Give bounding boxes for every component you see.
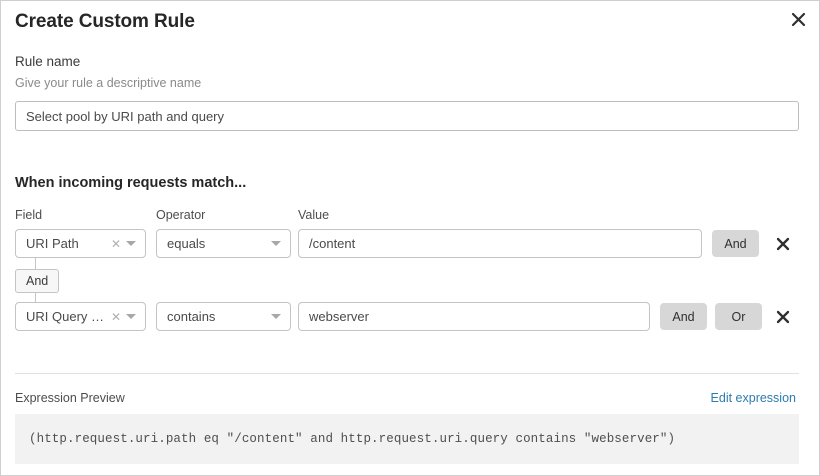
chevron-down-icon[interactable] [271,314,281,319]
edit-expression-link[interactable]: Edit expression [710,391,796,405]
expression-preview-code: (http.request.uri.path eq "/content" and… [29,432,676,446]
match-section-heading: When incoming requests match... [15,175,247,191]
operator-select-row1[interactable]: equals [156,229,291,258]
rule-name-helper-text: Give your rule a descriptive name [15,76,202,90]
column-header-operator: Operator [156,208,206,222]
column-header-value: Value [298,208,330,222]
operator-select-value-row2: contains [167,309,216,324]
or-button-row2[interactable]: Or [715,303,762,330]
field-select-value-row1: URI Path [26,236,79,251]
section-divider [15,373,799,374]
field-select-row1[interactable]: URI Path ✕ [15,229,146,258]
value-input-row1[interactable] [298,229,702,258]
page-title: Create Custom Rule [15,11,195,32]
field-select-row2[interactable]: URI Query St... ✕ [15,302,146,331]
clear-x-icon[interactable]: ✕ [110,309,121,324]
rule-name-label: Rule name [15,54,81,69]
chevron-down-icon[interactable] [126,241,136,246]
chevron-down-icon[interactable] [271,241,281,246]
connector-line-bottom [35,293,36,302]
chevron-down-icon[interactable] [126,314,136,319]
value-input-row2[interactable] [298,302,650,331]
field-select-value-row2: URI Query St... [26,309,109,324]
close-icon[interactable] [786,7,810,31]
group-connector-and-chip[interactable]: And [15,269,60,293]
delete-row-icon[interactable] [770,302,796,331]
column-header-field: Field [15,208,43,222]
expression-preview-box: (http.request.uri.path eq "/content" and… [15,414,799,464]
operator-select-value-row1: equals [167,236,206,251]
rule-name-input[interactable] [15,101,799,131]
operator-select-row2[interactable]: contains [156,302,291,331]
connector-line-top [35,258,36,270]
and-button-row1[interactable]: And [712,230,759,257]
clear-x-icon[interactable]: ✕ [110,236,121,251]
condition-row: URI Query St... ✕ contains And Or [15,302,805,331]
expression-preview-label: Expression Preview [15,391,125,405]
and-button-row2[interactable]: And [660,303,707,330]
condition-row: URI Path ✕ equals And [15,229,805,258]
delete-row-icon[interactable] [770,229,796,258]
